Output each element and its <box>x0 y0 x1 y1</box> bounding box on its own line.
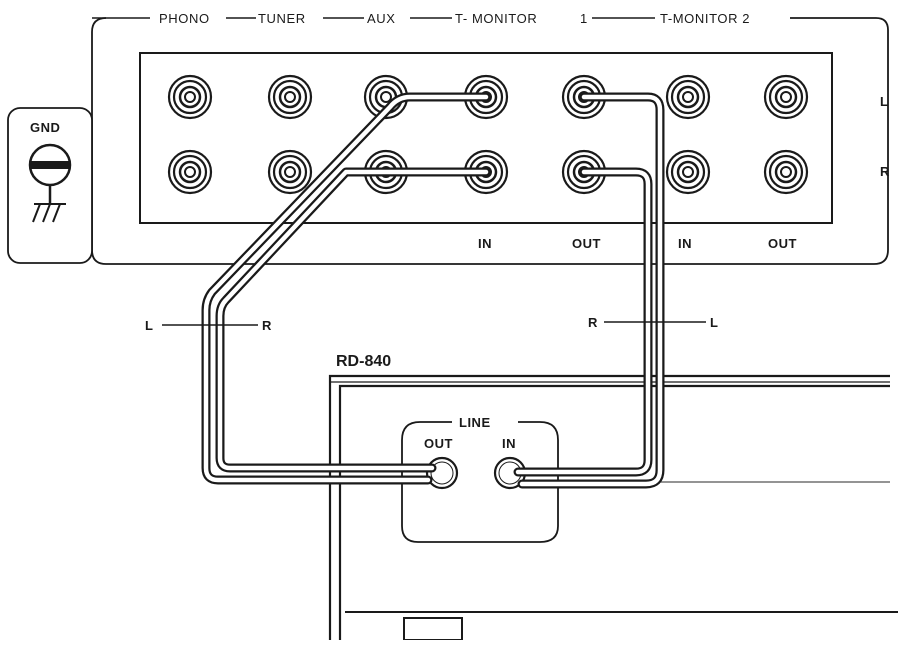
header-aux: AUX <box>367 11 396 26</box>
amplifier-rear-panel: PHONO TUNER AUX T- MONITOR 1 T-MONITOR 2… <box>91 11 890 265</box>
left-cable-l-label: L <box>145 318 153 333</box>
rca-jack-phono-left[interactable] <box>167 74 213 120</box>
tmon2-in-label: IN <box>678 236 692 251</box>
line-in-label: IN <box>502 436 516 451</box>
ground-symbol-icon <box>32 203 66 223</box>
deck-foot <box>403 617 463 641</box>
header-phono: PHONO <box>159 11 210 26</box>
channel-right-label: R <box>880 164 890 179</box>
rca-jack-tmon2-out-right[interactable] <box>763 149 809 195</box>
tmon1-in-label: IN <box>478 236 492 251</box>
rca-jack-tmon2-in-left[interactable] <box>665 74 711 120</box>
ground-label: GND <box>30 120 60 135</box>
right-cable-r-label: R <box>588 315 598 330</box>
deck-model-label: RD-840 <box>336 353 391 370</box>
channel-left-label: L <box>880 94 888 109</box>
line-out-label: OUT <box>424 436 453 451</box>
line-title: LINE <box>459 415 491 430</box>
header-tape-monitor-1-number: 1 <box>580 11 588 26</box>
header-tape-monitor-1: T- MONITOR <box>455 11 537 26</box>
rca-jack-tuner-right[interactable] <box>267 149 313 195</box>
jack-panel <box>139 52 833 224</box>
rca-jack-phono-right[interactable] <box>167 149 213 195</box>
left-cable-callout: L R <box>145 318 272 333</box>
right-cable-callout: R L <box>588 315 718 330</box>
cable-to-deck-out <box>201 92 491 485</box>
cassette-deck: RD-840 LINE OUT IN <box>328 353 898 641</box>
rca-jack-tmon2-in-right[interactable] <box>665 149 711 195</box>
rca-jack-tmon2-out-left[interactable] <box>763 74 809 120</box>
tmon1-out-label: OUT <box>572 236 601 251</box>
rca-jack-tuner-left[interactable] <box>267 74 313 120</box>
header-tape-monitor-2: T-MONITOR 2 <box>660 11 750 26</box>
tmon2-out-label: OUT <box>768 236 797 251</box>
header-tuner: TUNER <box>258 11 306 26</box>
ground-screw-icon <box>28 143 72 204</box>
right-cable-l-label: L <box>710 315 718 330</box>
ground-terminal: GND <box>7 107 93 264</box>
line-out-jack[interactable] <box>425 456 459 490</box>
left-cable-r-label: R <box>262 318 272 333</box>
